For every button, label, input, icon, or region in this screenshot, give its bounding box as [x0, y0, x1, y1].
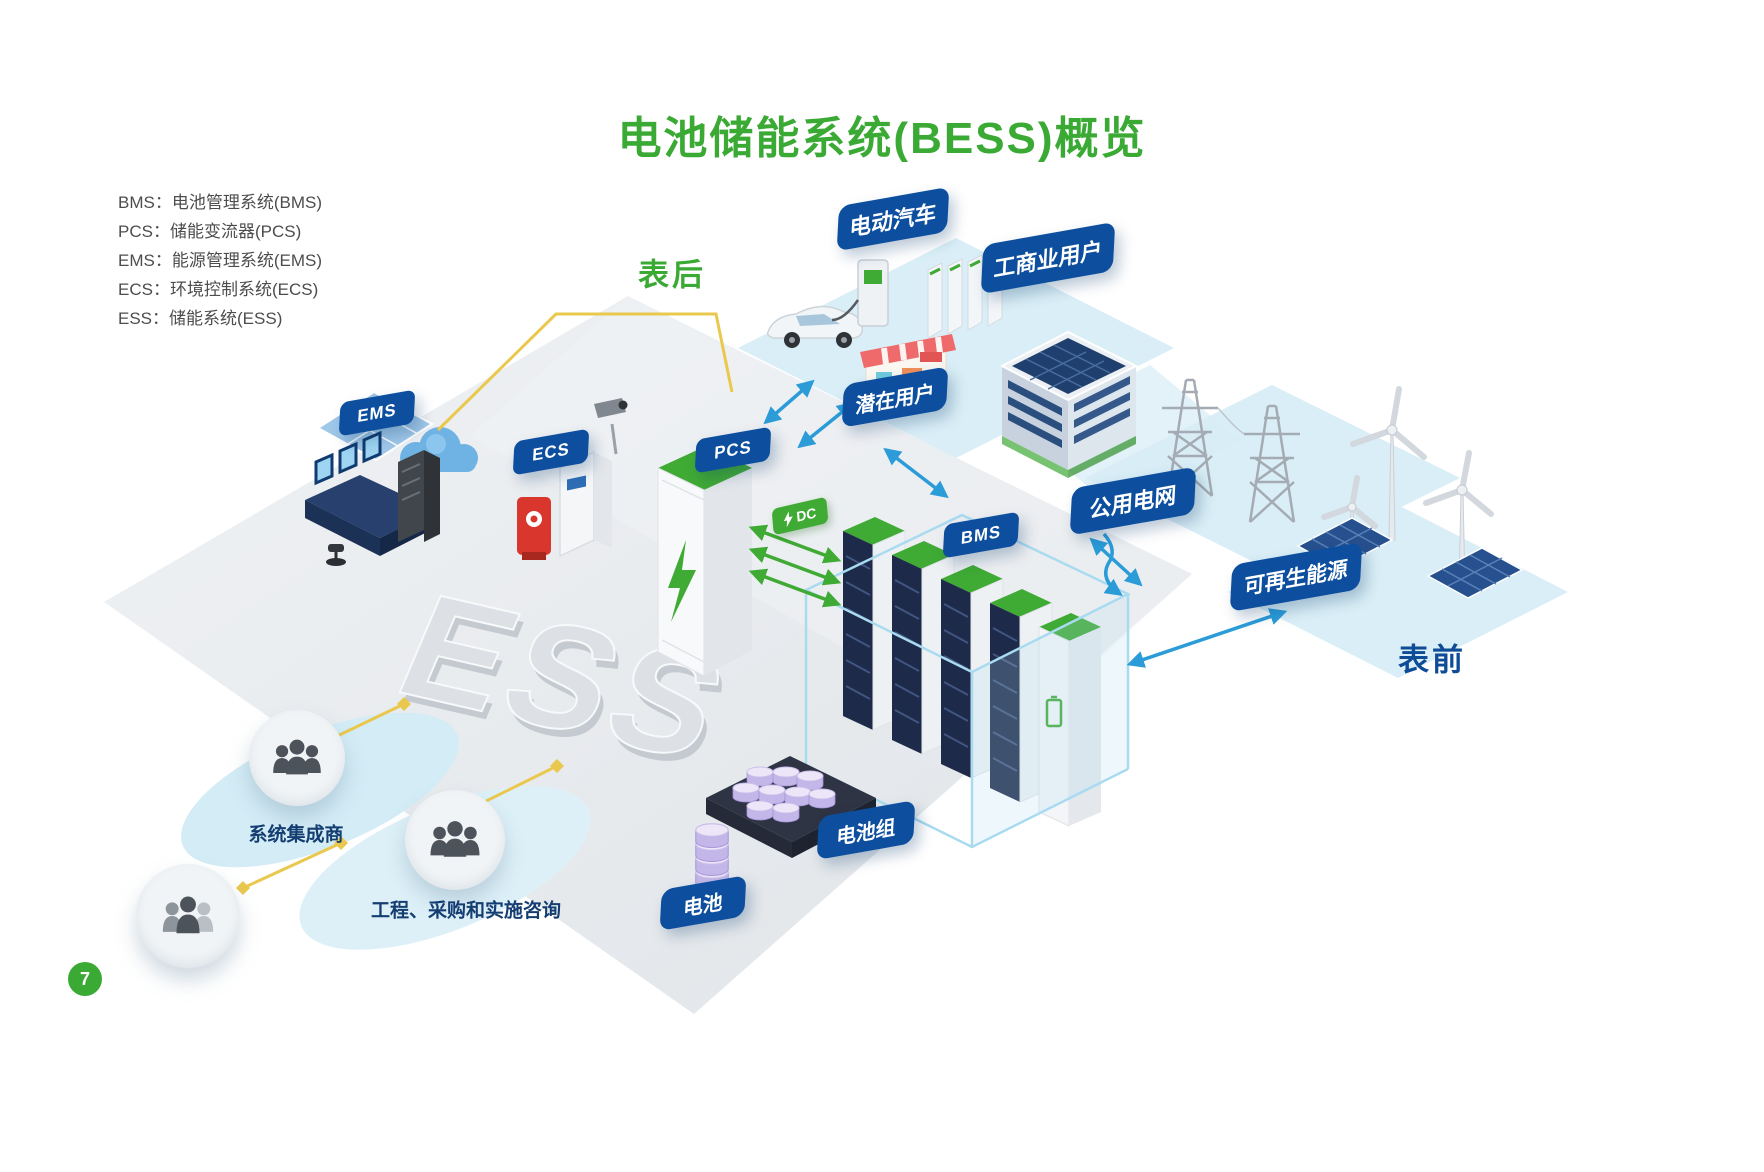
partner-circle-third	[136, 864, 240, 968]
legend-item-ecs: ECS：环境控制系统(ECS)	[118, 280, 319, 299]
dc-flow-arrows	[748, 524, 842, 608]
power-flow-arrows	[763, 379, 1288, 668]
zone-label-behind-meter: 表后	[638, 257, 706, 293]
legend-item-bms: BMS：电池管理系统(BMS)	[118, 193, 322, 212]
battery-icon	[1045, 695, 1063, 728]
pcs-cabinet	[657, 446, 752, 677]
battery-racks	[843, 517, 1101, 827]
security-camera-icon	[594, 398, 628, 455]
partner-circle-integrator	[249, 710, 345, 806]
label-system-integrator: 系统集成商	[248, 824, 344, 846]
partner-circle-epc	[405, 790, 505, 890]
ev-charging-station	[766, 259, 889, 348]
glass-enclosure	[803, 513, 1131, 849]
legend: BMS：电池管理系统(BMS) PCS：储能变流器(PCS) EMS：能源管理系…	[118, 188, 322, 333]
badge-dc: DC	[771, 496, 829, 536]
legend-item-ess: ESS：储能系统(ESS)	[118, 309, 283, 328]
fire-suppression-unit	[517, 497, 551, 560]
lightning-bolt-icon	[784, 510, 794, 527]
people-icon	[162, 896, 214, 934]
control-desk	[305, 430, 440, 566]
ecs-station	[517, 398, 628, 560]
lightning-bolt-icon	[668, 540, 696, 622]
zone-label-front-of-meter: 表前	[1398, 642, 1466, 678]
label-epc-consulting: 工程、采购和实施咨询	[370, 900, 562, 922]
people-icon	[273, 739, 321, 775]
ecs-cabinet	[559, 450, 612, 558]
page-number: 7	[68, 962, 102, 996]
legend-item-ems: EMS：能源管理系统(EMS)	[118, 251, 322, 270]
commercial-building	[999, 330, 1139, 478]
legend-item-pcs: PCS：储能变流器(PCS)	[118, 222, 302, 241]
people-icon	[430, 821, 480, 857]
ev-charger	[857, 259, 889, 327]
page-title: 电池储能系统(BESS)概览	[617, 114, 1147, 163]
dc-label: DC	[795, 504, 817, 525]
